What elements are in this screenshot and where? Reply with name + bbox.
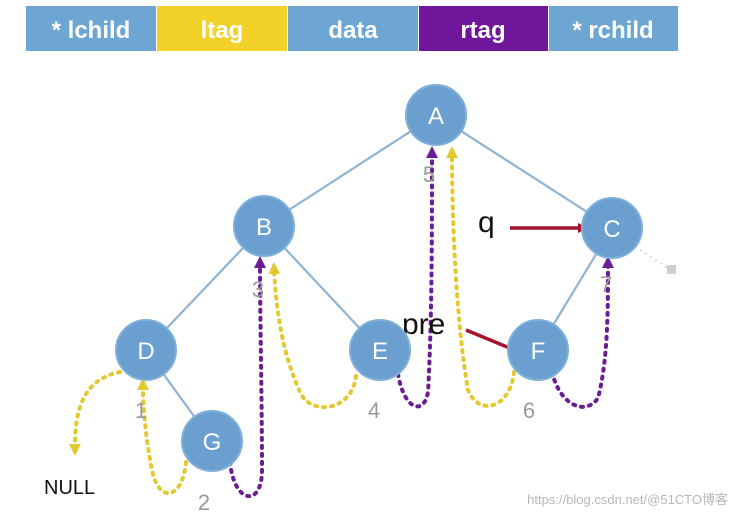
header-label-rtag: rtag	[460, 17, 505, 44]
thread-e-to-a	[396, 146, 438, 409]
header-field-lchild	[26, 6, 156, 51]
node-label-a: A	[428, 103, 444, 130]
tree-nodes: A B C D E F G	[115, 84, 643, 472]
node-label-c: C	[603, 216, 620, 243]
pointer-q-label: q	[478, 206, 495, 239]
order-number-f: 6	[523, 398, 535, 423]
edge-a-c	[435, 114, 613, 229]
edge-c-right-stub	[639, 249, 669, 269]
thread-e-to-b	[268, 262, 358, 409]
order-number-a: 5	[423, 162, 435, 187]
tree-node-b: B	[233, 195, 295, 257]
pointer-pre-label: pre	[402, 308, 445, 341]
thread-g-to-b	[228, 256, 267, 499]
tree-edges	[145, 114, 676, 442]
order-number-e: 4	[368, 398, 380, 423]
threads	[68, 146, 614, 499]
node-label-g: G	[203, 429, 222, 456]
header-label-lchild: * lchild	[52, 17, 131, 44]
order-number-b: 3	[252, 277, 264, 302]
node-label-f: F	[531, 338, 546, 365]
thread-d-to-null	[68, 370, 122, 456]
inorder-numbers: 1 2 3 4 5 6 7	[135, 162, 612, 515]
null-label: NULL	[44, 477, 95, 499]
header-field-rtag	[419, 6, 548, 51]
thread-f-to-a	[446, 146, 516, 408]
thread-g-to-d	[137, 378, 188, 495]
order-number-g: 2	[198, 490, 210, 515]
watermark: https://blog.csdn.net/@51CTO博客	[527, 492, 728, 507]
header-label-data: data	[328, 17, 378, 44]
edge-a-b	[263, 114, 437, 227]
tree-node-g: G	[181, 410, 243, 472]
order-number-d: 1	[135, 398, 147, 423]
header-label-ltag: ltag	[201, 17, 244, 44]
node-label-e: E	[372, 338, 388, 365]
node-structure-header: * lchild ltag data rtag * rchild	[26, 6, 678, 51]
tree-node-e: E	[349, 319, 411, 381]
node-label-d: D	[137, 338, 154, 365]
header-field-rchild	[549, 6, 678, 51]
order-number-c: 7	[600, 272, 612, 297]
node-label-b: B	[256, 214, 272, 241]
stub-marker	[667, 265, 676, 274]
tree-node-f: F	[507, 319, 569, 381]
header-field-ltag	[157, 6, 287, 51]
tree-node-d: D	[115, 319, 177, 381]
header-label-rchild: * rchild	[572, 17, 653, 44]
tree-node-a: A	[405, 84, 467, 146]
header-field-data	[288, 6, 418, 51]
tree-node-c: C	[581, 197, 643, 259]
